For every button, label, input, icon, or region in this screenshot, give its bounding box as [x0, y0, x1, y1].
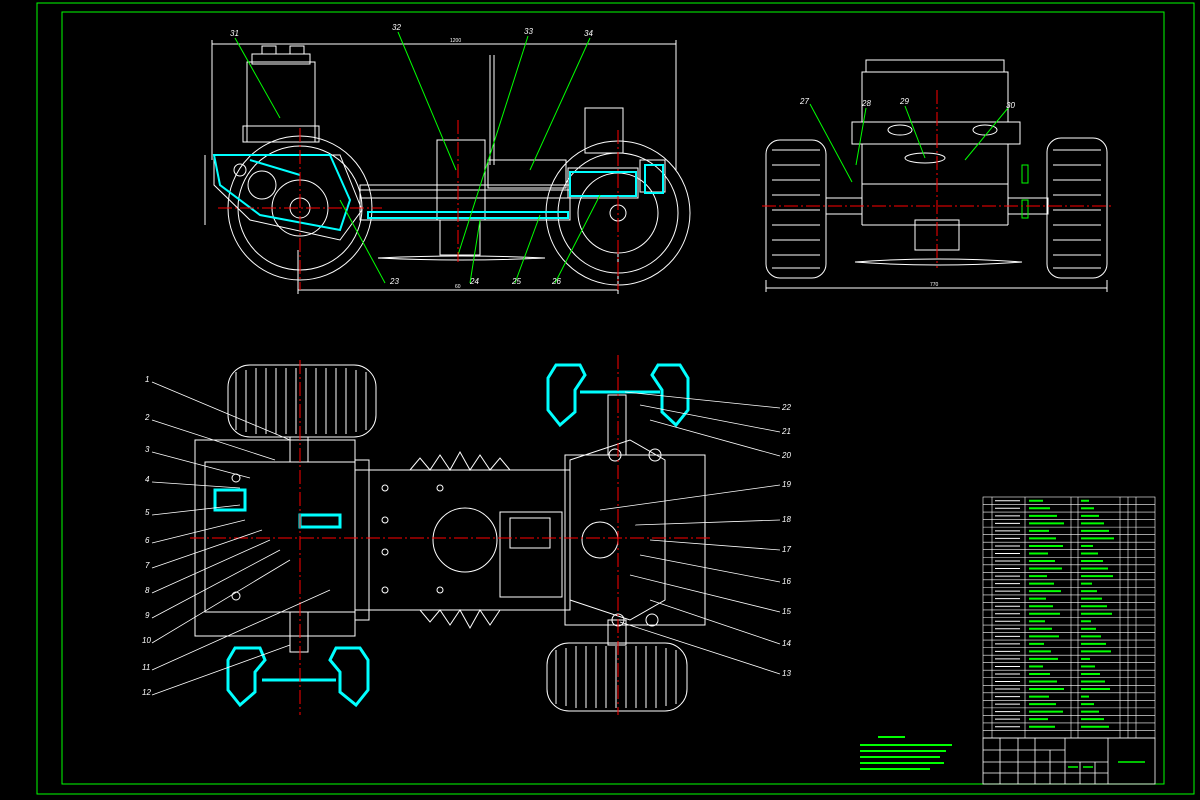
callout-19: 19 — [782, 480, 791, 489]
callout-16: 16 — [782, 577, 791, 586]
side-view-labels: 31 32 33 34 23 24 25 26 1200 60 — [230, 23, 593, 290]
outer-border — [36, 2, 1195, 795]
plan-view-highlight — [213, 363, 690, 708]
callout-2: 2 — [144, 413, 150, 422]
callout-6: 6 — [145, 536, 150, 545]
technical-notes-block — [860, 736, 952, 770]
plan-view-left-leaders — [151, 381, 331, 696]
callout-18: 18 — [782, 515, 791, 524]
callout-30: 30 — [1006, 101, 1015, 110]
title-block — [982, 737, 1156, 785]
callout-7: 7 — [145, 561, 150, 570]
plan-view-labels: 1 2 3 4 5 6 7 8 9 10 11 12 22 21 20 19 1… — [142, 375, 791, 697]
dim-track-width: 770 — [930, 282, 939, 288]
side-view-highlight — [212, 154, 664, 232]
plan-view-centerlines — [190, 355, 710, 715]
callout-29: 29 — [899, 97, 909, 106]
callout-9: 9 — [145, 611, 150, 620]
callout-15: 15 — [782, 607, 791, 616]
dim-wheelbase: 60 — [455, 284, 461, 290]
callout-23: 23 — [389, 277, 399, 286]
callout-21: 21 — [781, 427, 791, 436]
callout-33: 33 — [524, 27, 533, 36]
side-view-leaders — [234, 31, 601, 284]
front-view — [765, 59, 1108, 292]
callout-4: 4 — [145, 475, 150, 484]
callout-28: 28 — [861, 99, 871, 108]
callout-10: 10 — [142, 636, 151, 645]
callout-3: 3 — [145, 445, 150, 454]
parts-list-table — [982, 496, 1156, 739]
callout-34: 34 — [584, 29, 593, 38]
callout-1: 1 — [145, 375, 149, 384]
callout-13: 13 — [782, 669, 791, 678]
front-view-labels: 27 28 29 30 770 — [799, 97, 1015, 288]
callout-24: 24 — [469, 277, 479, 286]
front-view-centerlines — [762, 90, 1112, 268]
callout-12: 12 — [142, 688, 151, 697]
dim-overall-length: 1200 — [450, 38, 461, 44]
callout-5: 5 — [145, 508, 150, 517]
side-view-centerlines — [218, 120, 619, 290]
callout-8: 8 — [145, 586, 150, 595]
callout-11: 11 — [142, 663, 150, 672]
inner-border — [61, 11, 1165, 785]
callout-22: 22 — [781, 403, 791, 412]
callout-27: 27 — [799, 97, 809, 106]
front-view-leaders — [809, 103, 1029, 219]
callout-31: 31 — [230, 29, 239, 38]
callout-20: 20 — [781, 451, 791, 460]
callout-17: 17 — [782, 545, 791, 554]
callout-14: 14 — [782, 639, 791, 648]
callout-26: 26 — [551, 277, 561, 286]
callout-25: 25 — [511, 277, 521, 286]
callout-32: 32 — [392, 23, 401, 32]
plan-view-right-leaders — [599, 391, 781, 675]
title-block-fill — [1068, 761, 1145, 768]
side-view — [204, 40, 691, 294]
